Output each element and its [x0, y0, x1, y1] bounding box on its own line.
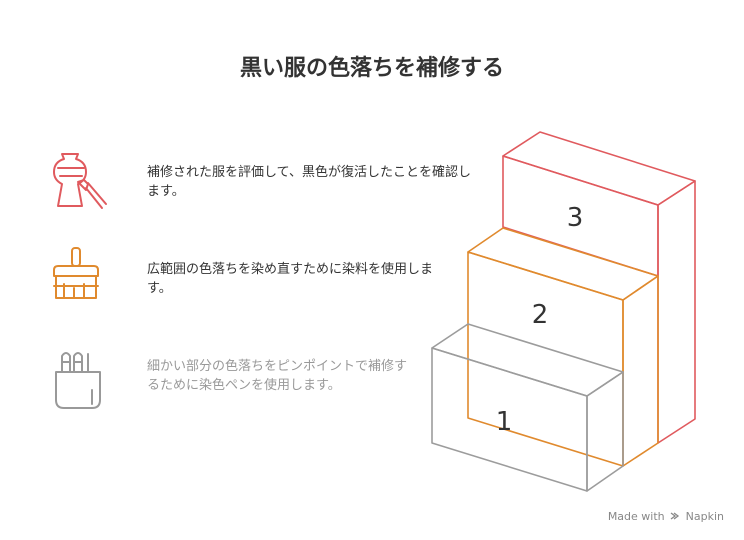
made-with-napkin-footer[interactable]: Made with Napkin	[608, 510, 724, 523]
step-3-number: 3	[567, 203, 584, 233]
paint-brush-icon	[53, 247, 99, 299]
vase-brush-icon	[53, 153, 107, 209]
step-1-number: 1	[496, 407, 513, 437]
pen-pocket-icon	[55, 352, 101, 409]
made-with-label: Made with	[607, 510, 665, 523]
napkin-brand: Napkin	[685, 510, 724, 523]
page-title: 黒い服の色落ちを補修する	[239, 56, 504, 81]
step-1-block	[431, 323, 624, 492]
step-3-block	[502, 131, 696, 444]
step-2-number: 2	[532, 300, 549, 330]
napkin-logo-icon	[670, 512, 680, 520]
step-1-description: 細かい部分の色落ちをピンポイントで補修するために染色ペンを使用します。	[147, 359, 408, 393]
step-2-description: 広範囲の色落ちを染め直すために染料を使用します。	[147, 262, 434, 296]
step-3-description: 補修された服を評価して、黒色が復活したことを確認します。	[147, 165, 471, 199]
